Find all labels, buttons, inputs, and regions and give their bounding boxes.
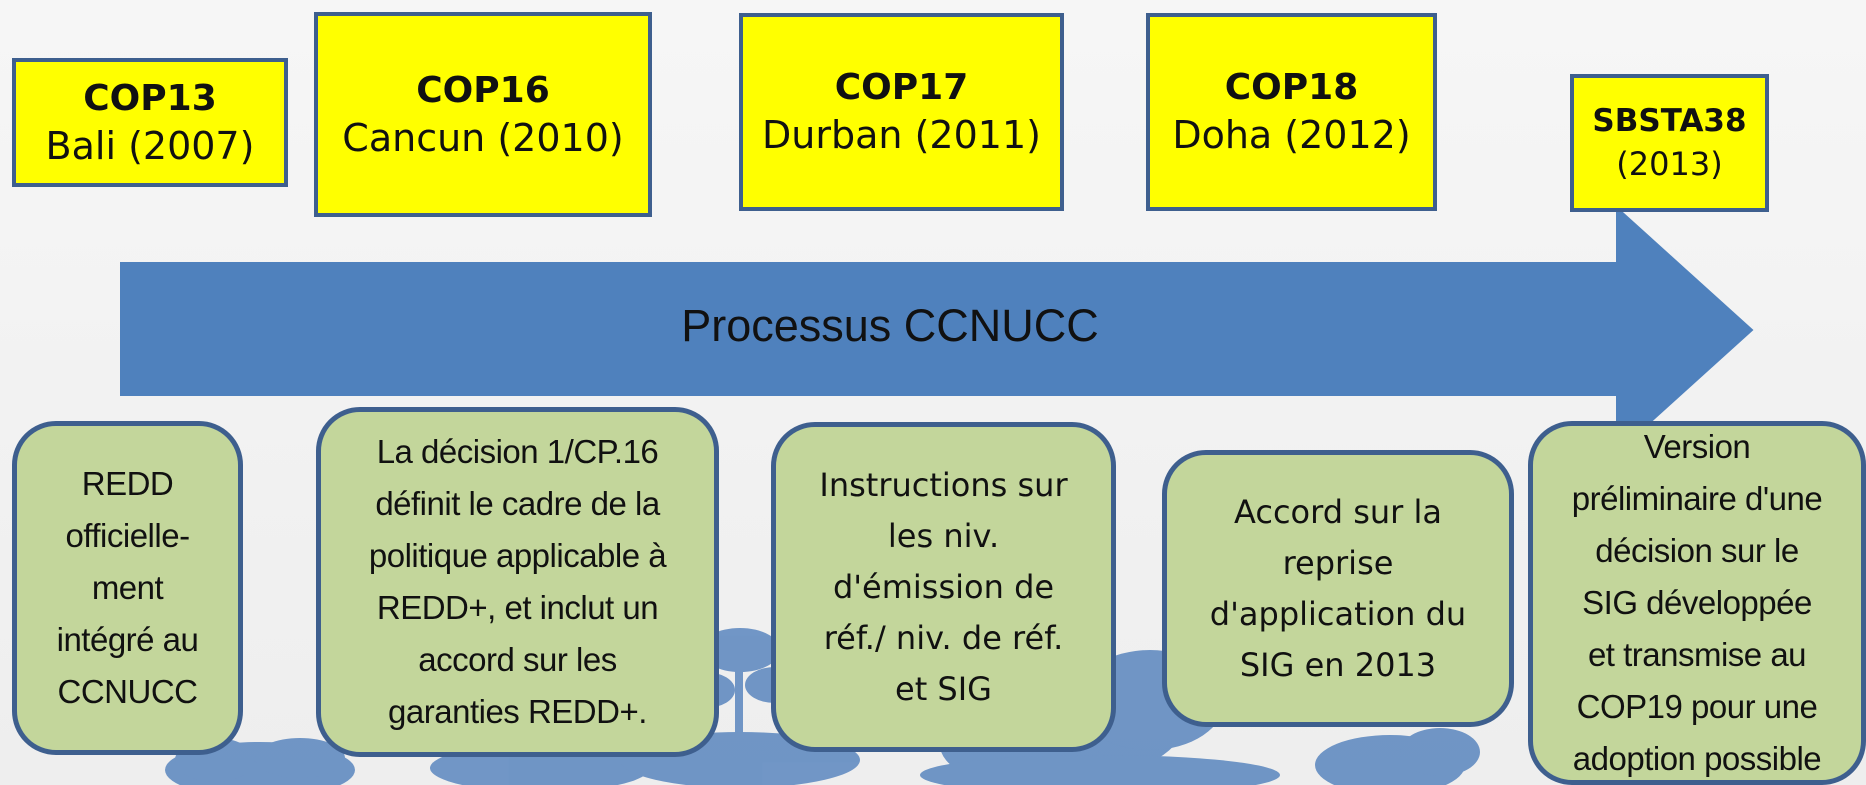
arrow-label: Processus CCNUCC — [681, 300, 1099, 351]
cop-code: COP13 — [83, 77, 217, 119]
cop-place: Durban (2011) — [762, 113, 1041, 157]
cop-place: (2013) — [1616, 145, 1723, 183]
note-text: Version préliminaire d'une décision sur … — [1571, 428, 1823, 777]
note-text: REDD officielle- ment intégré au CCNUCC — [56, 465, 199, 710]
cop-code: COP16 — [416, 69, 550, 111]
sbsta38-box: SBSTA38 (2013) — [1570, 74, 1769, 212]
cop17-box: COP17 Durban (2011) — [739, 13, 1064, 211]
note-cop18: Accord sur la reprise d'application du S… — [1162, 450, 1514, 727]
note-text: Accord sur la reprise d'application du S… — [1209, 492, 1467, 684]
cop-code: SBSTA38 — [1592, 103, 1747, 139]
cop13-box: COP13 Bali (2007) — [12, 58, 288, 187]
cop-place: Bali (2007) — [45, 123, 255, 168]
cop-place: Cancun (2010) — [342, 115, 624, 160]
cop16-box: COP16 Cancun (2010) — [314, 12, 652, 217]
cop18-box: COP18 Doha (2012) — [1146, 13, 1437, 211]
cop-code: COP18 — [1224, 67, 1359, 108]
note-sbsta38: Version préliminaire d'une décision sur … — [1528, 421, 1866, 785]
note-text: Instructions sur les niv. d'émission de … — [819, 465, 1068, 708]
note-text: La décision 1/CP.16 définit le cadre de … — [368, 433, 667, 730]
cop-code: COP17 — [834, 67, 969, 108]
note-cop13: REDD officielle- ment intégré au CCNUCC — [12, 421, 243, 755]
cop-place: Doha (2012) — [1172, 113, 1411, 157]
note-cop17: Instructions sur les niv. d'émission de … — [771, 422, 1116, 752]
note-cop16: La décision 1/CP.16 définit le cadre de … — [316, 407, 719, 757]
